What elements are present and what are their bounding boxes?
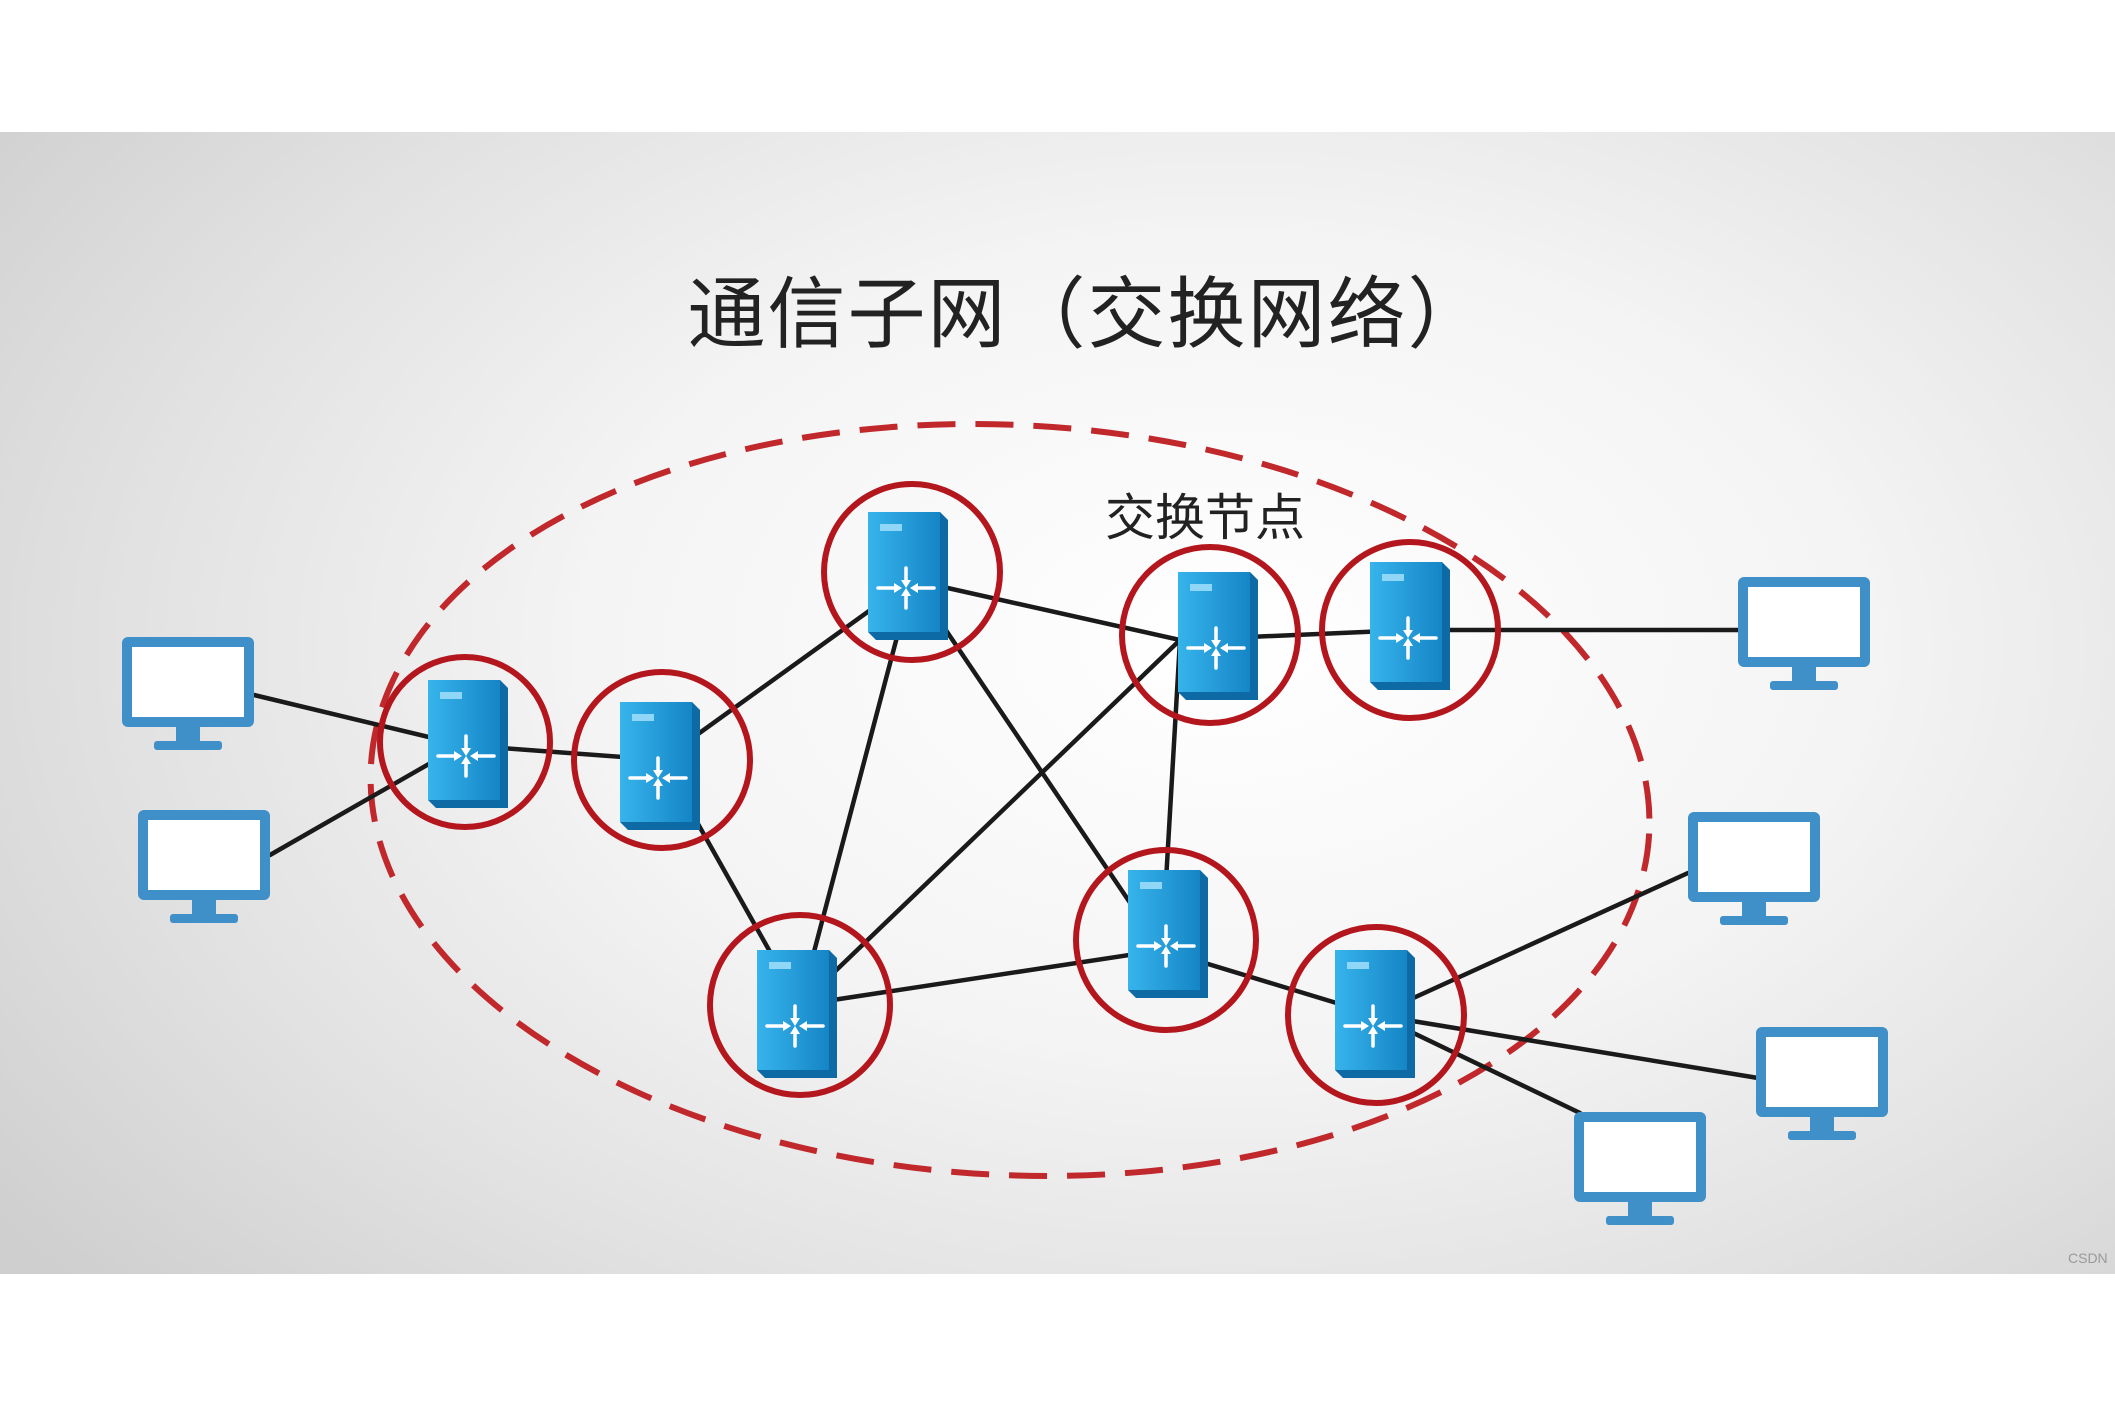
link-s8-host4 (1373, 870, 1691, 1018)
diagram-title: 通信子网（交换网络） (687, 270, 1488, 360)
link-s3-s7 (909, 577, 1165, 953)
monitor-icon (1688, 812, 1820, 925)
switch-node-label: 交换节点 (1105, 489, 1305, 547)
link-s3-s5 (909, 577, 1183, 643)
server-switch-icon (1333, 948, 1417, 1080)
subnet-boundary (367, 421, 1653, 1179)
monitor-icon (1574, 1112, 1706, 1225)
watermark: CSDN (2068, 1250, 2108, 1266)
link-s4-s7 (797, 947, 1165, 1008)
switch-node-1 (377, 654, 553, 830)
monitor-icon (1756, 1027, 1888, 1140)
server-switch-icon (618, 700, 702, 832)
server-switch-icon (1126, 868, 1210, 1000)
monitor-icon (1738, 577, 1870, 690)
link-s8-host5 (1373, 1012, 1761, 1081)
switch-node-5 (1119, 544, 1301, 726)
switch-node-8 (1285, 924, 1467, 1106)
server-switch-icon (1176, 570, 1260, 702)
link-s3-s4 (797, 577, 915, 1008)
server-switch-icon (755, 948, 839, 1080)
switch-node-7 (1073, 847, 1259, 1033)
server-switch-icon (866, 510, 950, 642)
switch-node-6 (1319, 539, 1501, 721)
server-switch-icon (1368, 560, 1452, 692)
monitor-icon (138, 810, 270, 923)
switch-node-3 (821, 481, 1003, 663)
server-switch-icon (426, 678, 510, 810)
switch-node-2 (571, 669, 753, 851)
monitor-icon (122, 637, 254, 750)
link-host1-s1 (251, 692, 465, 748)
switch-node-4 (707, 912, 893, 1098)
